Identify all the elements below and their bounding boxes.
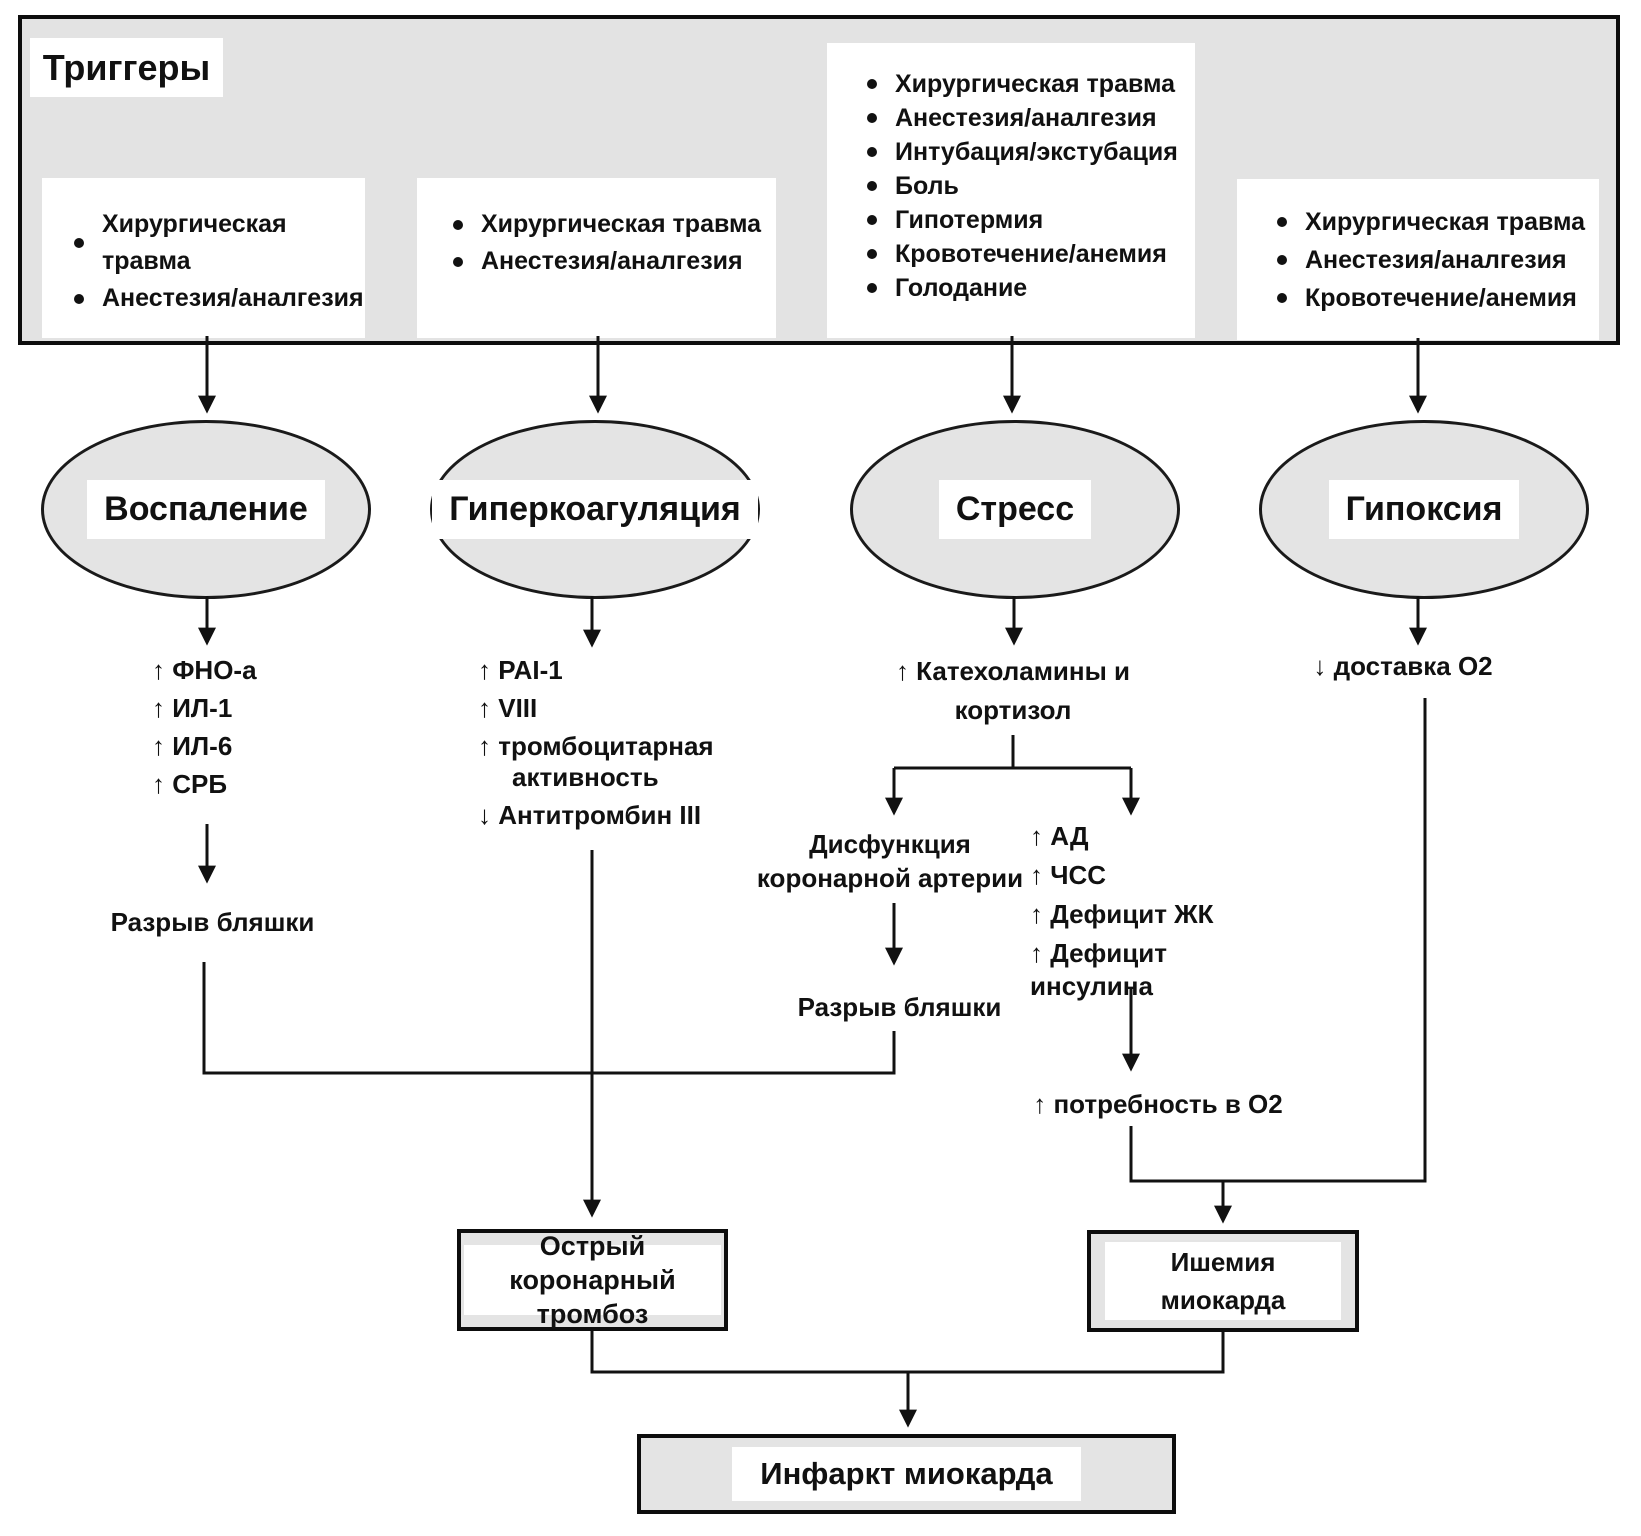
effect-item: ↑ Дефицит инсулина <box>1030 938 1167 1001</box>
node-stress-label: Стресс <box>938 480 1092 539</box>
mediator-item: ↓ Антитромбин III <box>478 800 702 830</box>
myocardial-infarction-label: Инфаркт миокарда <box>732 1447 1081 1501</box>
trigger-item: Хирургическая травма <box>1271 203 1599 241</box>
mediator-item: ↑ ФНО-а <box>152 655 257 685</box>
myocardial-ischemia-box: Ишемия миокарда <box>1087 1230 1359 1332</box>
hypercoagulation-mediators: ↑ PAI-1 ↑ VIII ↑ тромбоцитарная активнос… <box>478 655 778 838</box>
triggers-panel-title: Триггеры <box>30 38 223 97</box>
node-hypercoagulation-label: Гиперкоагуляция <box>432 480 758 539</box>
trigger-box-hypercoagulation: Хирургическая травма Анестезия/аналгезия <box>417 178 776 338</box>
acute-coronary-thrombosis-box: Острый коронарный тромбоз <box>457 1229 728 1331</box>
mediator-item: ↑ тромбоцитарная активность <box>478 731 714 792</box>
mediator-item: ↑ СРБ <box>152 769 228 799</box>
inflammation-mediators: ↑ ФНО-а ↑ ИЛ-1 ↑ ИЛ-6 ↑ СРБ <box>152 655 392 807</box>
mediator-item: ↑ ИЛ-1 <box>152 693 233 723</box>
o2-demand-text: ↑ потребность в О2 <box>1033 1089 1283 1119</box>
trigger-item: Хирургическая травма <box>447 206 776 243</box>
stress-effects-list: ↑ АД ↑ ЧСС ↑ Дефицит ЖК ↑ Дефицит инсули… <box>1030 820 1290 1009</box>
trigger-item: Гипотермия <box>861 203 1195 237</box>
node-hypercoagulation: Гиперкоагуляция <box>430 420 760 599</box>
effect-item: ↑ АД <box>1030 821 1089 851</box>
mediator-item: ↑ VIII <box>478 693 538 723</box>
mediator-item: ↑ PAI-1 <box>478 655 563 685</box>
trigger-box-hypoxia: Хирургическая травма Анестезия/аналгезия… <box>1237 179 1599 340</box>
node-hypoxia-label: Гипоксия <box>1328 480 1520 539</box>
trigger-item: Анестезия/аналгезия <box>447 243 776 280</box>
trigger-item: Кровотечение/анемия <box>861 237 1195 271</box>
myocardial-infarction-box: Инфаркт миокарда <box>637 1434 1176 1514</box>
trigger-item: Кровотечение/анемия <box>1271 279 1599 317</box>
acute-coronary-thrombosis-label: Острый коронарный тромбоз <box>464 1231 721 1329</box>
trigger-item: Интубация/экстубация <box>861 135 1195 169</box>
coronary-dysfunction-text: Дисфункция коронарной артерии <box>756 829 1024 893</box>
trigger-box-inflammation: Хирургическая травма Анестезия/аналгезия <box>42 178 365 338</box>
plaque-rupture-mid-text: Разрыв бляшки <box>797 992 1002 1022</box>
stress-mediator-text: ↑ Катехоламины и кортизол <box>895 656 1131 725</box>
trigger-box-stress: Хирургическая травма Анестезия/аналгезия… <box>827 43 1195 338</box>
node-inflammation: Воспаление <box>41 420 371 599</box>
trigger-item: Хирургическая травма <box>68 206 365 280</box>
node-stress: Стресс <box>850 420 1180 599</box>
effect-item: ↑ Дефицит ЖК <box>1030 899 1214 929</box>
myocardial-ischemia-label: Ишемия миокарда <box>1105 1242 1341 1320</box>
trigger-item: Голодание <box>861 271 1195 305</box>
effect-item: ↑ ЧСС <box>1030 860 1107 890</box>
trigger-item: Анестезия/аналгезия <box>1271 241 1599 279</box>
hypoxia-mediator-text: ↓ доставка О2 <box>1313 651 1493 681</box>
line-bottom-collector <box>590 1331 1225 1374</box>
mediator-item: ↑ ИЛ-6 <box>152 731 233 761</box>
trigger-item: Боль <box>861 169 1195 203</box>
node-hypoxia: Гипоксия <box>1259 420 1589 599</box>
plaque-rupture-left-text: Разрыв бляшки <box>110 907 315 937</box>
node-inflammation-label: Воспаление <box>87 480 325 539</box>
trigger-item: Анестезия/аналгезия <box>861 101 1195 135</box>
trigger-item: Анестезия/аналгезия <box>68 280 365 317</box>
trigger-item: Хирургическая травма <box>861 67 1195 101</box>
